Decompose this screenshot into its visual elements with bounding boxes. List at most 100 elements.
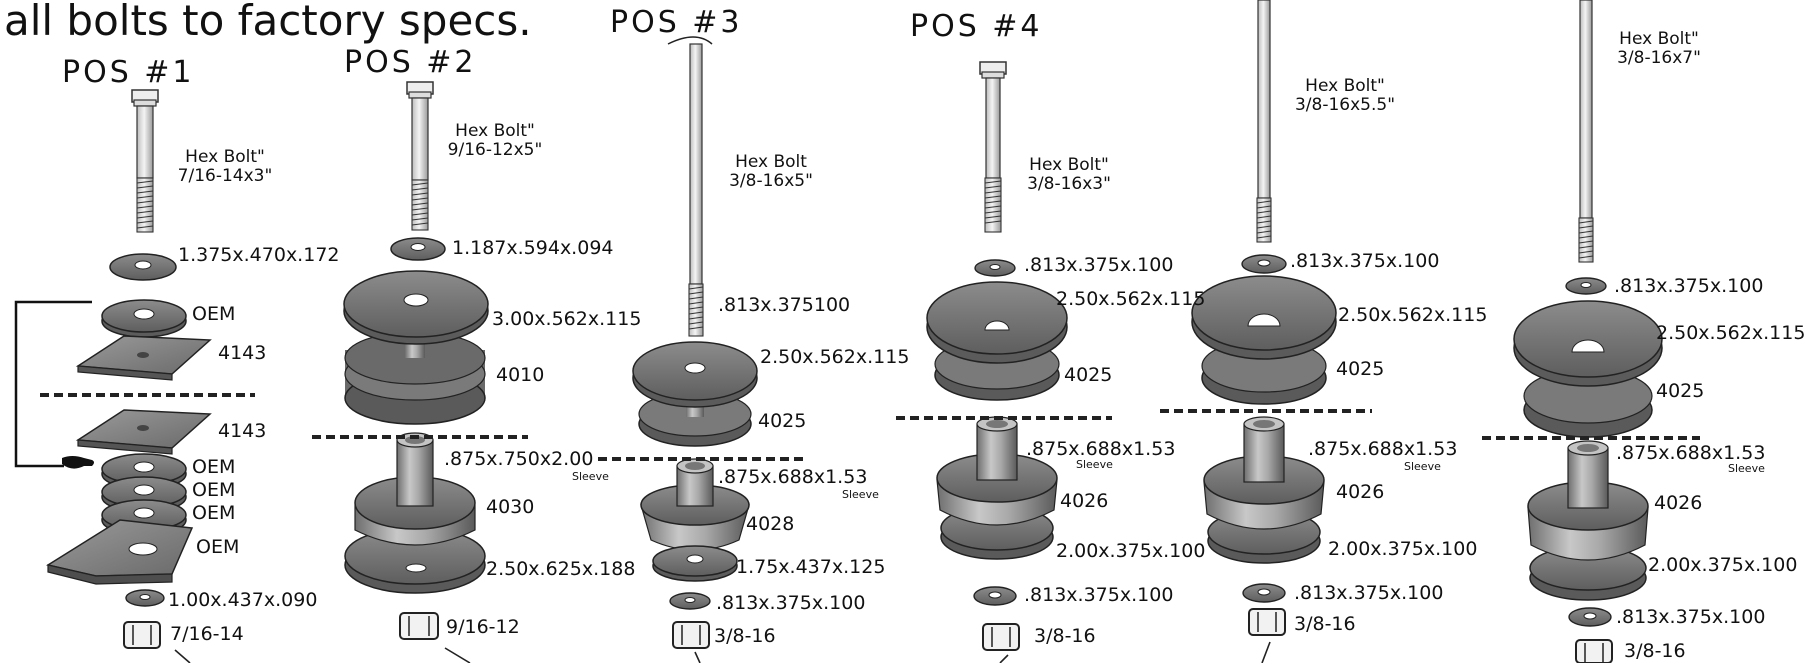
pos5-sleeve-dims-label: .875x.688x1.53 — [1308, 438, 1458, 460]
pos5-hex-bolt — [1256, 0, 1272, 243]
pos1-oem-label-2: OEM — [192, 456, 236, 478]
pos1-bolt-size: 7/16-14x3" — [177, 166, 273, 187]
pos3-small-washer-label: .813x.375x.100 — [716, 592, 866, 614]
pos5-lower-bushing-label: 4026 — [1336, 481, 1385, 503]
pos5-small-washer — [1242, 583, 1286, 603]
pos3-leader-line — [694, 651, 701, 664]
pos3-bolt-name: Hex Bolt — [735, 152, 807, 172]
pos6-nut — [1575, 639, 1613, 664]
pos6-bolt-label: Hex Bolt" 3/8-16x7" — [1594, 29, 1724, 69]
pos1-bottom-washer — [125, 589, 165, 607]
pos1-bracket-arrow — [14, 300, 94, 469]
pos2-title: POS #2 — [344, 45, 477, 80]
pos3-bottom-washer — [652, 545, 738, 582]
pos2-lower-bushing-label: 4030 — [486, 496, 535, 518]
pos2-top-washer-label: 1.187x.594x.094 — [452, 237, 614, 259]
pos5-nut — [1248, 608, 1286, 636]
pos1-title: POS #1 — [62, 55, 195, 90]
pos4-lower-bushing-label: 4026 — [1060, 490, 1109, 512]
pos3-sleeve-label: Sleeve — [842, 488, 879, 501]
pos1-top-washer — [109, 253, 177, 281]
pos4-upper-bushing-label: 4025 — [1064, 364, 1113, 386]
pos4-sleeve-dims-label: .875x.688x1.53 — [1026, 438, 1176, 460]
pos4-bolt-size: 3/8-16x3" — [1027, 174, 1111, 195]
pos2-bottom-washer — [405, 563, 427, 573]
pos6-top-washer-label: .813x.375x.100 — [1614, 275, 1764, 297]
pos2-sleeve-label: Sleeve — [572, 470, 609, 483]
pos1-oem-washer-1 — [101, 299, 187, 338]
pos3-bottom-washer-label: 1.75x.437x.125 — [736, 556, 886, 578]
pos5-bolt-size: 3/8-16x5.5" — [1294, 95, 1396, 116]
pos6-upper-bushing-label: 4025 — [1656, 380, 1705, 402]
pos1-bracket-lower-label: 4143 — [218, 420, 267, 442]
pos4-nut — [982, 623, 1020, 651]
pos5-nut-label: 3/8-16 — [1294, 613, 1356, 635]
pos6-upper-bushing-4025 — [1513, 300, 1663, 438]
pos2-bolt-label: Hex Bolt" 9/16-12x5" — [430, 121, 560, 160]
pos4-top-washer — [974, 259, 1016, 277]
pos6-bottom-washer-label: 2.00x.375x.100 — [1648, 554, 1798, 576]
pos3-upper-bushing-4025 — [632, 341, 758, 447]
pos6-large-washer-label: 2.50x.562x.115 — [1656, 322, 1806, 344]
pos1-oem-label-1: OEM — [192, 303, 236, 325]
pos6-assembly — [1513, 0, 1663, 664]
pos6-sleeve-dims-label: .875x.688x1.53 — [1616, 442, 1766, 464]
pos5-small-washer-label: .813x.375x.100 — [1294, 582, 1444, 604]
pos3-lower-bushing-label: 4028 — [746, 513, 795, 535]
pos3-bolt-label: Hex Bolt 3/8-16x5" — [706, 152, 836, 192]
pos1-bolt-name: Hex Bolt" — [185, 147, 265, 167]
pos2-assembly — [343, 81, 489, 664]
pos3-large-washer-label: 2.50x.562x.115 — [760, 346, 910, 368]
pos1-bracket-4143-upper — [75, 335, 212, 381]
pos1-oem-label-3: OEM — [192, 479, 236, 501]
pos4-bolt-name: Hex Bolt" — [1029, 155, 1109, 175]
pos1-bracket-4143-lower — [75, 409, 212, 455]
pos2-bottom-washer-label: 2.50x.625x.188 — [486, 558, 636, 580]
pos2-top-washer — [390, 237, 446, 261]
pos5-bolt-label: Hex Bolt" 3/8-16x5.5" — [1276, 76, 1414, 116]
pos3-title: POS #3 — [610, 5, 743, 40]
pos4-hex-bolt — [979, 61, 1007, 233]
pos4-small-washer-label: .813x.375x.100 — [1024, 584, 1174, 606]
pos1-bracket-upper-label: 4143 — [218, 342, 267, 364]
pos3-upper-bushing-label: 4025 — [758, 410, 807, 432]
pos1-nut — [123, 621, 161, 649]
pos4-small-washer — [973, 586, 1017, 606]
pos1-top-washer-label: 1.375x.470x.172 — [178, 244, 340, 266]
pos6-bolt-size: 3/8-16x7" — [1617, 48, 1701, 69]
pos4-bolt-label: Hex Bolt" 3/8-16x3" — [1004, 155, 1134, 195]
pos1-assembly — [46, 89, 212, 664]
pos5-top-washer — [1241, 254, 1287, 274]
pos4-bottom-washer-label: 2.00x.375x.100 — [1056, 540, 1206, 562]
pos2-upper-bushing-4010 — [343, 270, 489, 425]
pos3-bolt-size: 3/8-16x5" — [729, 171, 813, 192]
pos5-upper-bushing-4025 — [1191, 275, 1337, 405]
pos4-assembly — [926, 61, 1068, 664]
pos4-top-washer-label: .813x.375x.100 — [1024, 254, 1174, 276]
pos3-small-washer — [669, 592, 711, 610]
pos4-title: POS #4 — [910, 9, 1043, 44]
pos1-oem-washer-4 — [101, 499, 187, 536]
pos5-sleeve-label: Sleeve — [1404, 460, 1441, 473]
pos6-hex-bolt — [1578, 0, 1594, 263]
pos5-assembly — [1191, 0, 1337, 664]
pos5-bottom-washer-label: 2.00x.375x.100 — [1328, 538, 1478, 560]
pos1-bottom-washer-label: 1.00x.437x.090 — [168, 589, 318, 611]
pos1-oem-label-5: OEM — [196, 536, 240, 558]
pos6-top-washer — [1565, 277, 1607, 295]
pos3-hex-bolt — [688, 43, 704, 337]
pos1-oem-label-4: OEM — [192, 502, 236, 524]
pos4-large-washer-label: 2.50x.562x.115 — [1056, 288, 1206, 310]
pos6-sleeve-label: Sleeve — [1728, 462, 1765, 475]
pos2-nut — [399, 612, 439, 640]
page-title: all bolts to factory specs. — [4, 0, 532, 45]
pos1-bolt-label: Hex Bolt" 7/16-14x3" — [160, 147, 290, 187]
pos2-large-washer-label: 3.00x.562x.115 — [492, 308, 642, 330]
pos1-hex-bolt — [131, 89, 159, 233]
pos4-upper-bushing-4025 — [926, 281, 1068, 401]
pos3-nut — [672, 621, 710, 649]
pos1-nut-label: 7/16-14 — [170, 623, 244, 645]
pos6-small-washer — [1568, 607, 1612, 627]
